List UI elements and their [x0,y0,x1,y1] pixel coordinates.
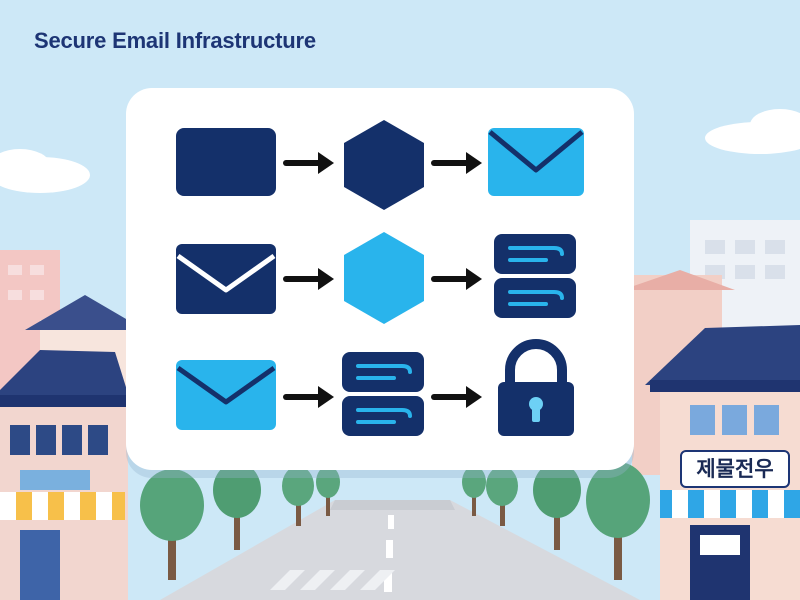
cloud-left [0,149,90,193]
diagram-card [126,88,634,470]
hexagon-icon [344,120,424,210]
arrow-right-icon [431,152,482,174]
flow-row-3 [176,339,574,436]
arrow-right-icon [283,268,334,290]
arrow-right-icon [283,386,334,408]
flow-diagram [176,120,584,436]
cloud-right [705,109,800,154]
flow-row-1 [176,120,584,210]
arrow-right-icon [431,268,482,290]
padlock-icon [498,339,574,436]
rectangle-icon [176,128,276,196]
server-icon [342,352,424,436]
server-icon [494,234,576,318]
page-title: Secure Email Infrastructure [34,28,316,53]
arrow-right-icon [431,386,482,408]
road [160,500,640,600]
arrow-right-icon [283,152,334,174]
envelope-icon [176,244,276,314]
hexagon-icon [344,232,424,324]
flow-row-2 [176,232,576,324]
trees [140,462,650,580]
envelope-icon [176,360,276,430]
awning-left [0,492,125,520]
envelope-icon [488,128,584,196]
awning-right [660,490,800,518]
storefront-sign: 제물전우 [680,450,790,488]
